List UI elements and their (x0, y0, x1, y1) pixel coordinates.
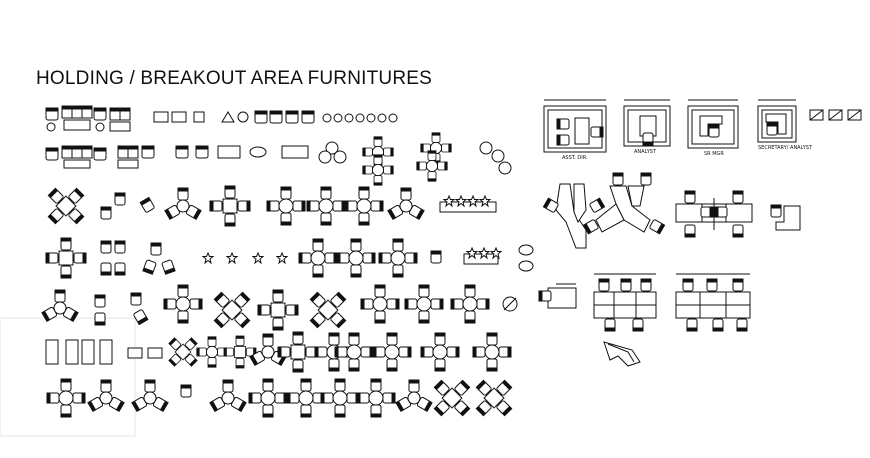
workstation-y-shape-2 (582, 172, 666, 235)
table-set-row-3 (48, 186, 497, 226)
small-panels (809, 109, 862, 121)
table-set-row-4 (46, 238, 534, 278)
cabin-sr-mgr: SR MGR (687, 99, 739, 157)
table-set-row-6 (45, 332, 511, 372)
cabin-secretary-analyst: SECRETARY/ ANALYST (757, 99, 813, 151)
sofa-set-row-2 (45, 133, 512, 185)
faint-frame (0, 317, 136, 437)
workstation-l-desk (770, 204, 801, 231)
cabin-label-secretary: SECRETARY/ ANALYST (758, 145, 813, 151)
table-set-row-7 (47, 379, 512, 417)
drawing-title: HOLDING / BREAKOUT AREA FURNITURES (36, 68, 433, 89)
workstation-linear-cluster (675, 190, 753, 238)
cabin-asst-dir: ASST. DIR. (543, 99, 607, 161)
cabin-label-asst-dir: ASST. DIR. (562, 155, 588, 161)
workstation-side-desk (538, 283, 577, 309)
lounge-chair (603, 341, 641, 367)
cabin-analyst: ANALYST (623, 99, 671, 155)
workstation-bank-2 (675, 273, 751, 332)
sofa-set-row-1 (45, 105, 398, 132)
cabin-label-analyst: ANALYST (634, 149, 657, 155)
workstation-y-shape-1 (542, 183, 606, 249)
workstation-bank-1 (593, 273, 657, 332)
cabin-label-sr-mgr: SR MGR (704, 151, 724, 157)
table-set-row-5 (42, 285, 518, 330)
